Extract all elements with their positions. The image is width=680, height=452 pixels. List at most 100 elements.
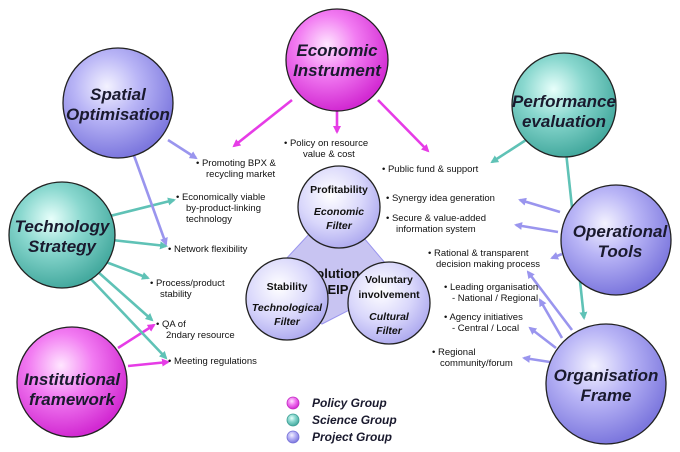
- bullet-text: • Meeting regulations: [168, 356, 257, 367]
- bullet-text: • Process/product: [150, 278, 225, 289]
- bullet-text: stability: [160, 289, 192, 300]
- economic-instrument-node: Economic Instrument: [285, 8, 389, 112]
- institutional-framework-line2: framework: [29, 390, 117, 409]
- bullet-text: • Economically viable: [176, 192, 265, 203]
- cultural-filter-line2: Filter: [376, 325, 403, 337]
- bullet-text: • Network flexibility: [168, 244, 248, 255]
- bullet-leading-organisation: • Leading organisation - National / Regi…: [444, 282, 538, 304]
- economic-filter-line1: Economic: [314, 206, 364, 218]
- arrow-technology-to-process: [105, 260, 150, 280]
- technology-strategy-line2: Strategy: [28, 237, 98, 256]
- bullet-network-flexibility: • Network flexibility: [168, 244, 248, 255]
- arrow-organisation-to-rational: [526, 270, 574, 331]
- bullet-text: • Regional: [432, 347, 475, 358]
- bullet-text: • Secure & value-added: [386, 213, 486, 224]
- bullet-text: 2ndary resource: [166, 330, 235, 341]
- performance-evaluation-node: Performance evaluation: [511, 52, 617, 158]
- bullet-text: - Central / Local: [452, 323, 519, 334]
- technological-filter-line1: Technological: [252, 302, 323, 314]
- bullet-text: information system: [396, 224, 476, 235]
- bullet-economically-viable: • Economically viable by-product-linking…: [176, 192, 265, 225]
- central-hub: Evolution of EIP Profitability Economic …: [245, 165, 431, 345]
- arrow-technology-to-economically: [101, 197, 176, 220]
- bullet-rational-transparent: • Rational & transparent decision making…: [428, 248, 540, 270]
- spatial-optimisation-node: Spatial Optimisation: [62, 47, 174, 159]
- arrow-operational-to-synergy: [518, 197, 561, 214]
- legend-science-label: Science Group: [312, 413, 397, 427]
- economic-instrument-line2: Instrument: [293, 61, 382, 80]
- voluntary-node: Voluntary involvement Cultural Filter: [347, 261, 431, 345]
- bullet-text: value & cost: [303, 149, 355, 160]
- operational-tools-node: Operational Tools: [560, 184, 672, 296]
- bullet-text: • Public fund & support: [382, 164, 479, 175]
- profitability-node: Profitability Economic Filter: [297, 165, 381, 249]
- bullet-public-fund: • Public fund & support: [382, 164, 479, 175]
- arrow-organisation-to-regional: [522, 354, 551, 364]
- legend-item-science: Science Group: [286, 413, 397, 427]
- voluntary-title-line2: involvement: [358, 289, 420, 301]
- economic-filter-line2: Filter: [326, 220, 353, 232]
- arrow-performance-to-public-fund: [490, 138, 527, 164]
- bullet-text: • Leading organisation: [444, 282, 538, 293]
- connectors: [87, 98, 588, 368]
- bullet-text: • Rational & transparent: [428, 248, 529, 259]
- organisation-frame-node: Organisation Frame: [545, 323, 667, 445]
- bullet-secure-value-added: • Secure & value-added information syste…: [386, 213, 486, 235]
- legend: Policy Group Science Group Project Group: [286, 396, 397, 444]
- bullet-text: • Promoting BPX &: [196, 158, 277, 169]
- legend-item-policy: Policy Group: [286, 396, 387, 410]
- bullet-meeting-regulations: • Meeting regulations: [168, 356, 257, 367]
- arrow-technology-to-network: [111, 238, 168, 250]
- institutional-framework-node: Institutional framework: [16, 326, 128, 438]
- performance-evaluation-line1: Performance: [512, 92, 616, 111]
- legend-science-dot: [286, 413, 300, 427]
- bullet-text: • Policy on resource: [284, 138, 368, 149]
- legend-policy-dot: [286, 396, 300, 410]
- bullet-text: • Agency initiatives: [444, 312, 523, 323]
- legend-policy-label: Policy Group: [312, 396, 387, 410]
- bullet-text: • QA of: [156, 319, 186, 330]
- organisation-frame-line2: Frame: [580, 386, 631, 405]
- bullet-text: technology: [186, 214, 232, 225]
- bullet-text: by-product-linking: [186, 203, 261, 214]
- arrow-operational-to-secure: [514, 222, 559, 234]
- arrow-institutional-to-meeting: [127, 358, 170, 368]
- technology-strategy-node: Technology Strategy: [8, 181, 116, 289]
- bullet-text: - National / Regional: [452, 293, 538, 304]
- bullet-synergy-idea: • Synergy idea generation: [386, 193, 495, 204]
- arrow-institutional-to-qa: [117, 323, 156, 350]
- spatial-optimisation-line2: Optimisation: [66, 105, 170, 124]
- stability-title: Stability: [267, 281, 308, 293]
- institutional-framework-line1: Institutional: [24, 370, 122, 389]
- arrow-organisation-to-leading: [538, 298, 564, 339]
- operational-tools-line2: Tools: [598, 242, 643, 261]
- bullet-policy-on-resource: • Policy on resource value & cost: [284, 138, 368, 160]
- arrow-spatial-to-network: [130, 149, 168, 246]
- bullet-text: • Synergy idea generation: [386, 193, 495, 204]
- voluntary-title-line1: Voluntary: [365, 274, 413, 286]
- economic-instrument-line1: Economic: [296, 41, 378, 60]
- arrow-economic-to-promoting: [232, 98, 293, 148]
- bullet-text: decision making process: [436, 259, 540, 270]
- legend-project-label: Project Group: [312, 430, 392, 444]
- bullet-process-product: • Process/product stability: [150, 278, 225, 300]
- bullet-qa-resource: • QA of 2ndary resource: [156, 319, 235, 341]
- arrow-technology-to-qa: [97, 271, 154, 322]
- operational-tools-line1: Operational: [573, 222, 669, 241]
- arrow-economic-to-public-fund: [377, 99, 430, 153]
- performance-evaluation-line2: evaluation: [522, 112, 606, 131]
- bullet-text: community/forum: [440, 358, 513, 369]
- bullet-text: recycling market: [206, 169, 276, 180]
- arrow-technology-to-meeting: [87, 275, 168, 360]
- legend-project-dot: [286, 430, 300, 444]
- arrow-operational-to-rational: [550, 252, 563, 260]
- technological-filter-line2: Filter: [274, 316, 301, 328]
- technology-strategy-line1: Technology: [15, 217, 111, 236]
- spatial-optimisation-line1: Spatial: [90, 85, 147, 104]
- legend-item-project: Project Group: [286, 430, 392, 444]
- bullet-promoting-bpx: • Promoting BPX & recycling market: [196, 158, 277, 180]
- arrow-organisation-to-agency: [528, 326, 557, 350]
- bullet-regional-community: • Regional community/forum: [432, 347, 513, 369]
- cultural-filter-line1: Cultural: [369, 311, 410, 323]
